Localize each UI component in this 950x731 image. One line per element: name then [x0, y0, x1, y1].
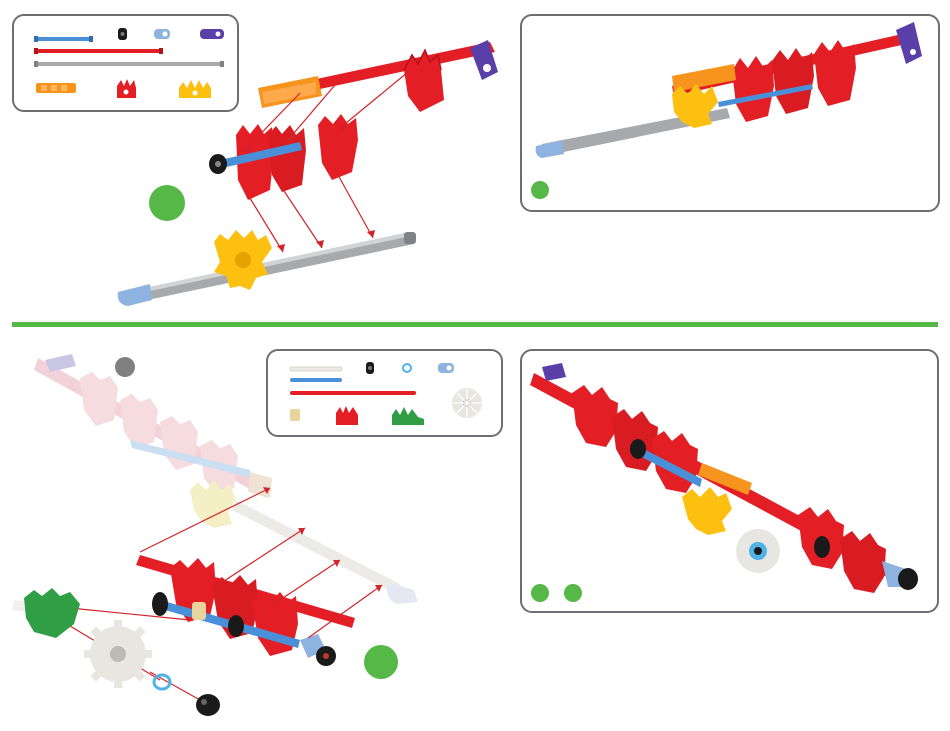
tan-clip-part — [290, 409, 300, 421]
step-indicator-b2-done — [564, 584, 582, 602]
step-indicator-b1-done — [531, 584, 549, 602]
black-connector-part — [366, 362, 374, 374]
white-rod-part — [290, 367, 342, 371]
parts-list-panel-b — [266, 349, 503, 437]
green-connector-b — [12, 588, 80, 638]
white-gear-b — [84, 620, 152, 688]
step-indicator-b — [364, 645, 398, 679]
blue-spacer-part — [403, 364, 411, 372]
red-rod-part — [290, 391, 416, 395]
result-panel-a — [520, 14, 940, 212]
step-indicator-a-done — [531, 181, 549, 199]
red-connector-part — [336, 406, 358, 425]
green-connector-part — [392, 407, 424, 425]
parts-list-b-illustration — [268, 351, 505, 439]
result-panel-b — [520, 349, 939, 613]
light-blue-clip-part — [438, 363, 454, 373]
black-endcap-b — [196, 694, 220, 716]
result-illustration-a — [522, 16, 942, 214]
result-illustration-b — [522, 351, 941, 615]
blue-rod-part — [290, 378, 342, 382]
white-gear-part — [452, 388, 482, 418]
step-indicator-b-upcoming — [115, 357, 135, 377]
